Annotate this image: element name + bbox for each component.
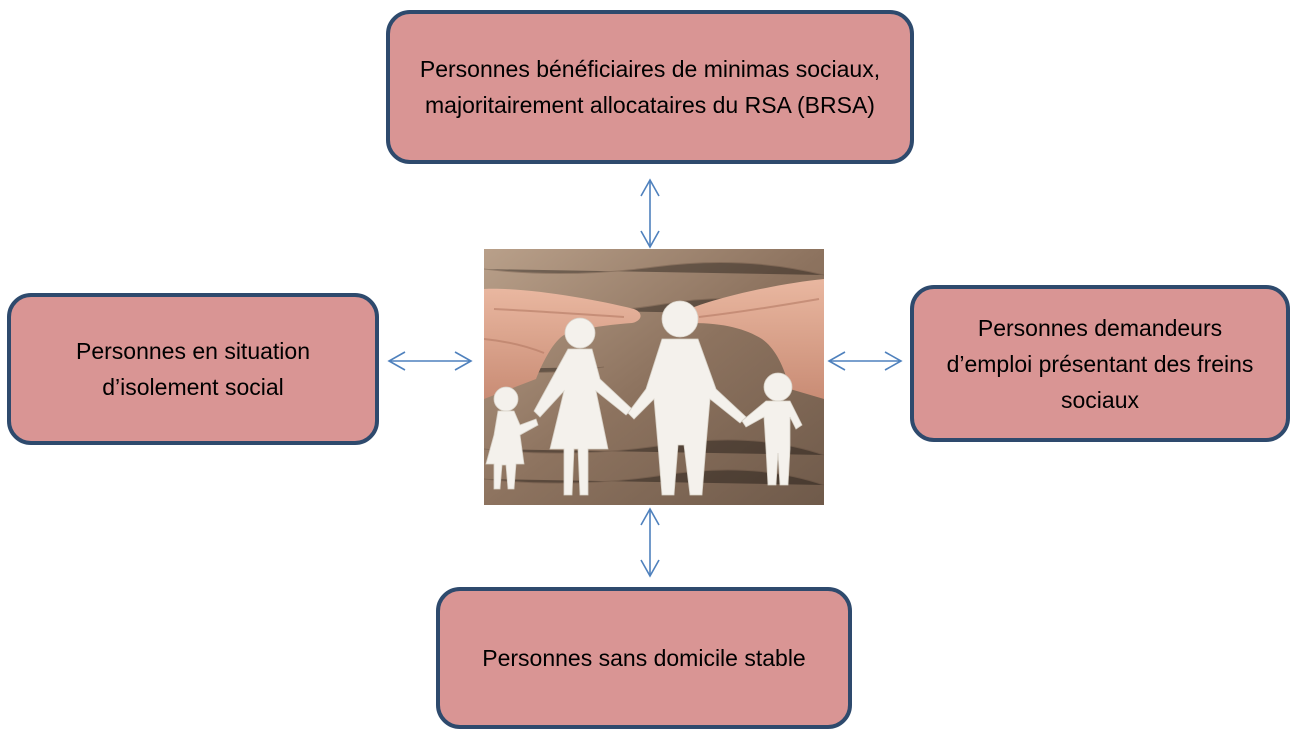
node-label: Personnes en situation d’isolement socia…: [76, 338, 310, 400]
right-hand-shape: [683, 279, 824, 399]
family-hands-image: [484, 249, 824, 505]
arrow-left: [387, 351, 473, 371]
node-label: Personnes bénéficiaires de minimas socia…: [419, 56, 881, 118]
node-label: Personnes demandeurs d’emploi présentant…: [946, 314, 1254, 413]
arrow-right: [827, 351, 903, 371]
arrow-bottom: [640, 507, 660, 578]
node-beneficiaires-minimas-sociaux: Personnes bénéficiaires de minimas socia…: [386, 10, 914, 164]
arrow-top: [640, 178, 660, 249]
node-demandeurs-emploi: Personnes demandeurs d’emploi présentant…: [910, 285, 1290, 442]
node-label: Personnes sans domicile stable: [482, 645, 806, 671]
node-isolement-social: Personnes en situation d’isolement socia…: [7, 293, 379, 445]
node-sans-domicile-stable: Personnes sans domicile stable: [436, 587, 852, 729]
